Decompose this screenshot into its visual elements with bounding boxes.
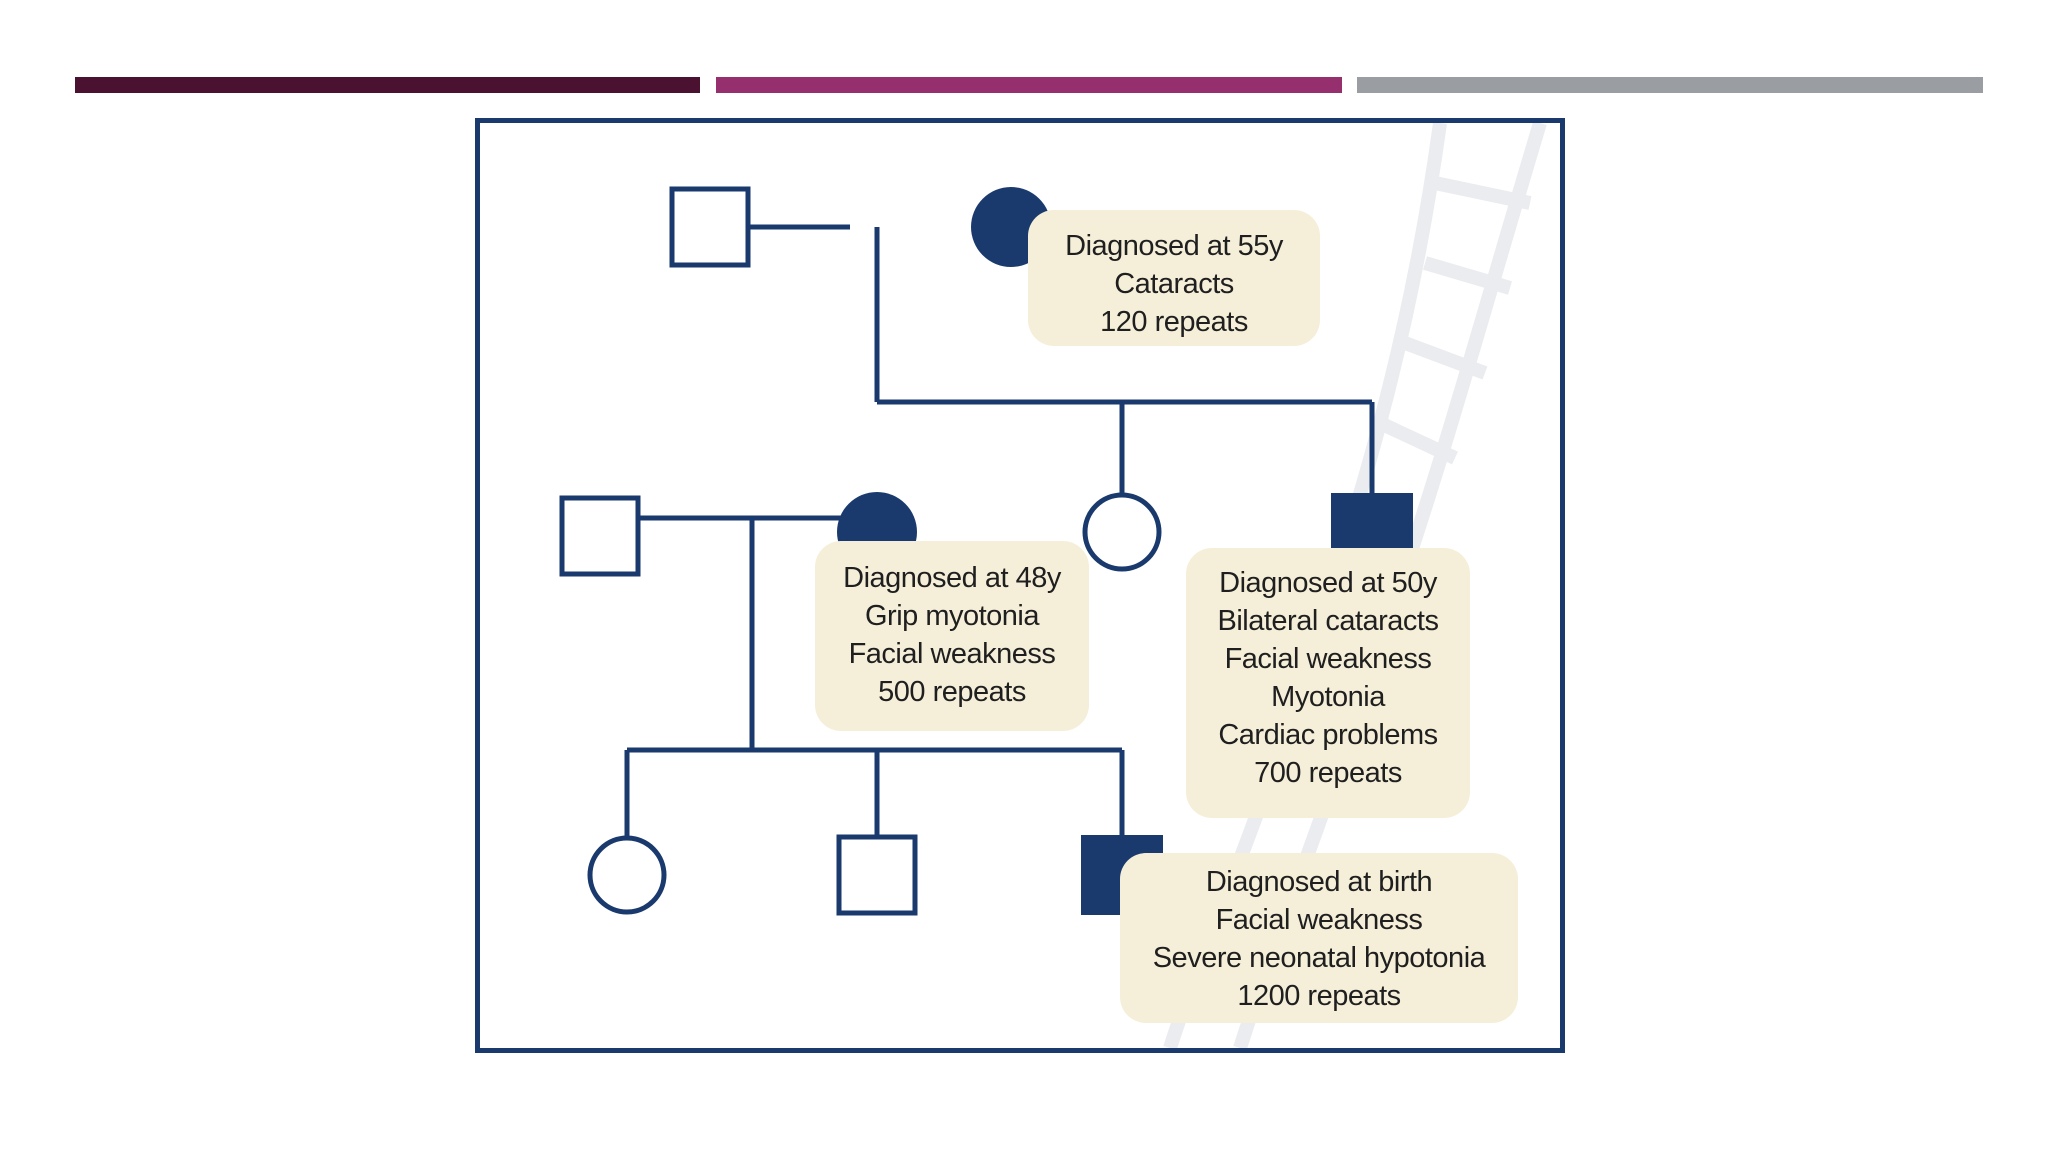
note-line: Cataracts (1042, 265, 1306, 303)
note-line: 700 repeats (1200, 754, 1456, 792)
note-line: Severe neonatal hypotonia (1134, 939, 1504, 977)
accent-bar-gray (1357, 77, 1983, 93)
pedigree-figure: Diagnosed at 55y Cataracts 120 repeats D… (475, 118, 1565, 1053)
note-gen3-affected-boy: Diagnosed at birth Facial weakness Sever… (1120, 853, 1518, 1023)
accent-bar-dark (75, 77, 700, 93)
note-gen1-mother: Diagnosed at 55y Cataracts 120 repeats (1028, 210, 1320, 346)
note-line: Grip myotonia (829, 597, 1075, 635)
note-line: Bilateral cataracts (1200, 602, 1456, 640)
note-line: 120 repeats (1042, 303, 1306, 341)
note-line: Diagnosed at birth (1134, 863, 1504, 901)
note-line: Cardiac problems (1200, 716, 1456, 754)
note-line: 1200 repeats (1134, 977, 1504, 1015)
note-line: Facial weakness (829, 635, 1075, 673)
note-line: Facial weakness (1134, 901, 1504, 939)
gen3-boy-square-unaffected (839, 837, 915, 913)
note-gen2-daughter: Diagnosed at 48y Grip myotonia Facial we… (815, 541, 1089, 731)
note-line: Diagnosed at 50y (1200, 564, 1456, 602)
note-line: Facial weakness (1200, 640, 1456, 678)
note-line: Diagnosed at 55y (1042, 227, 1306, 265)
gen2-sister-circle-unaffected (1085, 495, 1159, 569)
accent-bar-magenta (716, 77, 1342, 93)
note-gen2-son: Diagnosed at 50y Bilateral cataracts Fac… (1186, 548, 1470, 818)
gen2-spouse-square-unaffected (562, 498, 638, 574)
gen3-girl-circle-unaffected (590, 838, 664, 912)
note-line: 500 repeats (829, 673, 1075, 711)
note-line: Diagnosed at 48y (829, 559, 1075, 597)
note-line: Myotonia (1200, 678, 1456, 716)
gen1-father-square-unaffected (672, 189, 748, 265)
